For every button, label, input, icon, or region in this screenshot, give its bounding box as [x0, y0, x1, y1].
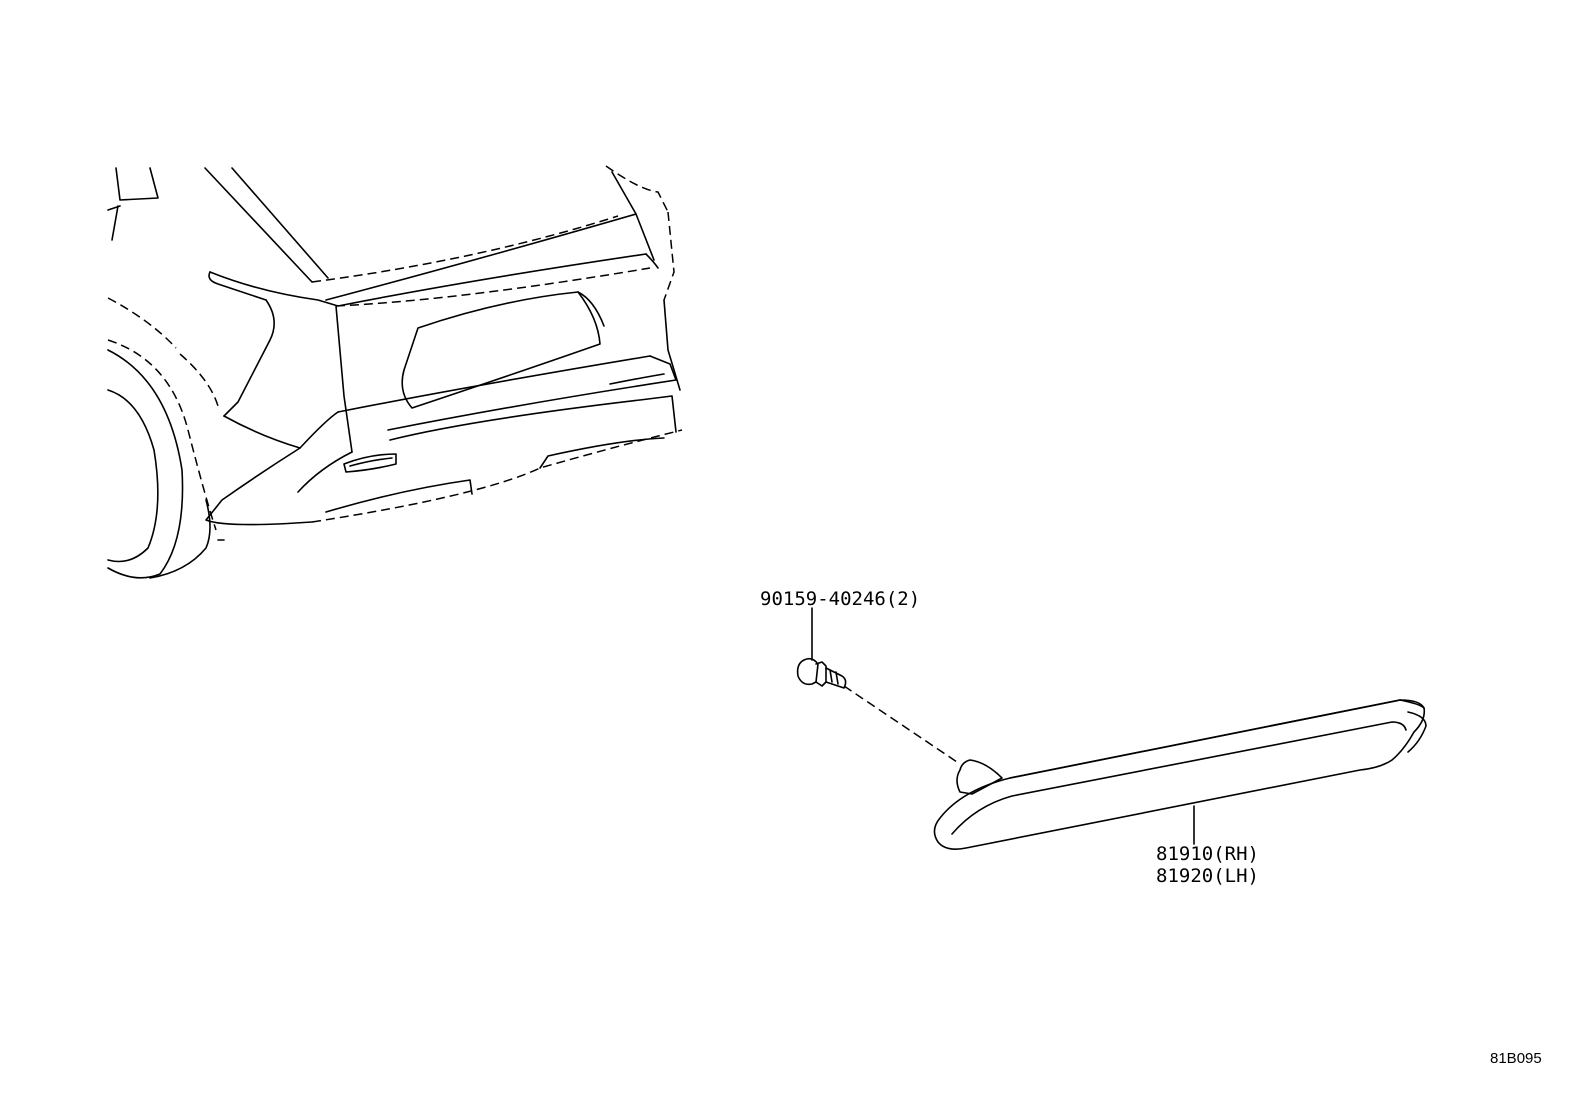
- bolt-part-number-label: 90159-40246(2): [760, 588, 920, 610]
- vehicle-rear-illustration: [107, 165, 683, 579]
- bolt-part-drawing: [796, 607, 847, 689]
- bolt-part-number: 90159-40246(2): [760, 588, 921, 610]
- assembly-dashed-line: [843, 685, 961, 765]
- reflector-part-number-label: 81910(RH) 81920(LH): [1156, 843, 1259, 887]
- reflector-rh-part-number: 81910(RH): [1156, 843, 1259, 865]
- reflector-part-drawing: [933, 699, 1427, 850]
- reflector-lh-part-number: 81920(LH): [1156, 865, 1259, 887]
- diagram-code: 81B095: [1490, 1050, 1542, 1067]
